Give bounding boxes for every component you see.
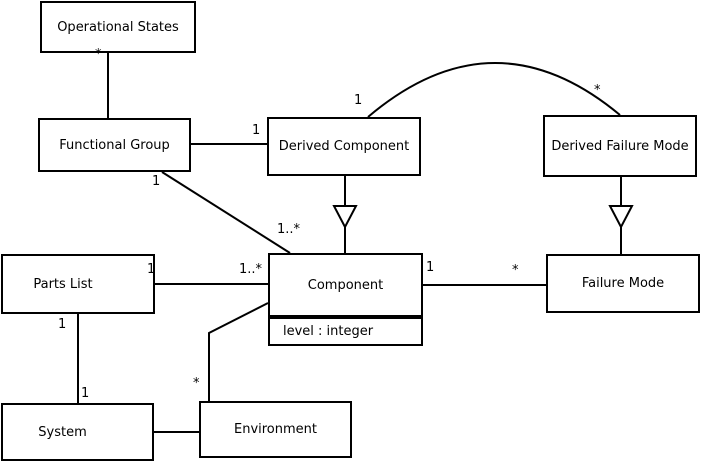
multiplicity-derived-component-assoc: 1 (252, 123, 261, 138)
generalization-triangle-failure-mode (608, 205, 634, 230)
class-name: Functional Group (59, 137, 170, 153)
class-name: Parts List (33, 276, 93, 292)
class-attribute-compartment-component: level : integer (268, 317, 423, 346)
class-attribute: level : integer (283, 324, 374, 339)
class-name: Operational States (57, 19, 179, 35)
class-box-failure-mode: Failure Mode (546, 254, 700, 313)
class-name: Derived Component (278, 139, 410, 154)
class-name: Component (307, 277, 384, 293)
class-box-derived-component: Derived Component (267, 117, 421, 176)
multiplicity-component-parts-list-end: 1..* (239, 262, 263, 277)
class-box-operational-states: Operational States (40, 1, 196, 53)
generalization-triangle-component (332, 205, 358, 230)
multiplicity-arc-derived-failure-mode-end: * (594, 83, 601, 98)
class-box-environment: Environment (199, 401, 352, 458)
multiplicity-arc-derived-component-end: 1 (354, 93, 363, 108)
class-name: Environment (233, 422, 317, 437)
multiplicity-parts-list-end: 1 (147, 262, 156, 277)
multiplicity-failure-mode-end: * (512, 263, 519, 278)
multiplicity-component-failure-mode-end: 1 (426, 260, 435, 275)
multiplicity-parts-list-system-bottom: 1 (81, 386, 90, 401)
assoc-line-functional-group-component (161, 171, 291, 254)
class-name: System (38, 424, 87, 440)
class-box-component: Component (268, 253, 423, 317)
class-box-derived-failure-mode: Derived Failure Mode (543, 115, 697, 177)
multiplicity-operational-states: * (95, 47, 102, 62)
class-box-parts-list: Parts List (1, 254, 155, 314)
class-box-system: System (1, 403, 154, 461)
assoc-arc-derived-component-derived-failure-mode (367, 62, 621, 118)
class-name: Derived Failure Mode (551, 138, 689, 154)
multiplicity-functional-group-diagonal: 1 (152, 174, 161, 189)
multiplicity-component-diagonal: 1..* (277, 222, 301, 237)
multiplicity-parts-list-system-top: 1 (58, 317, 67, 332)
class-name: Failure Mode (581, 276, 665, 291)
multiplicity-environment-end: * (193, 376, 200, 391)
assoc-line-environment-component (208, 302, 269, 401)
class-box-functional-group: Functional Group (38, 118, 191, 172)
